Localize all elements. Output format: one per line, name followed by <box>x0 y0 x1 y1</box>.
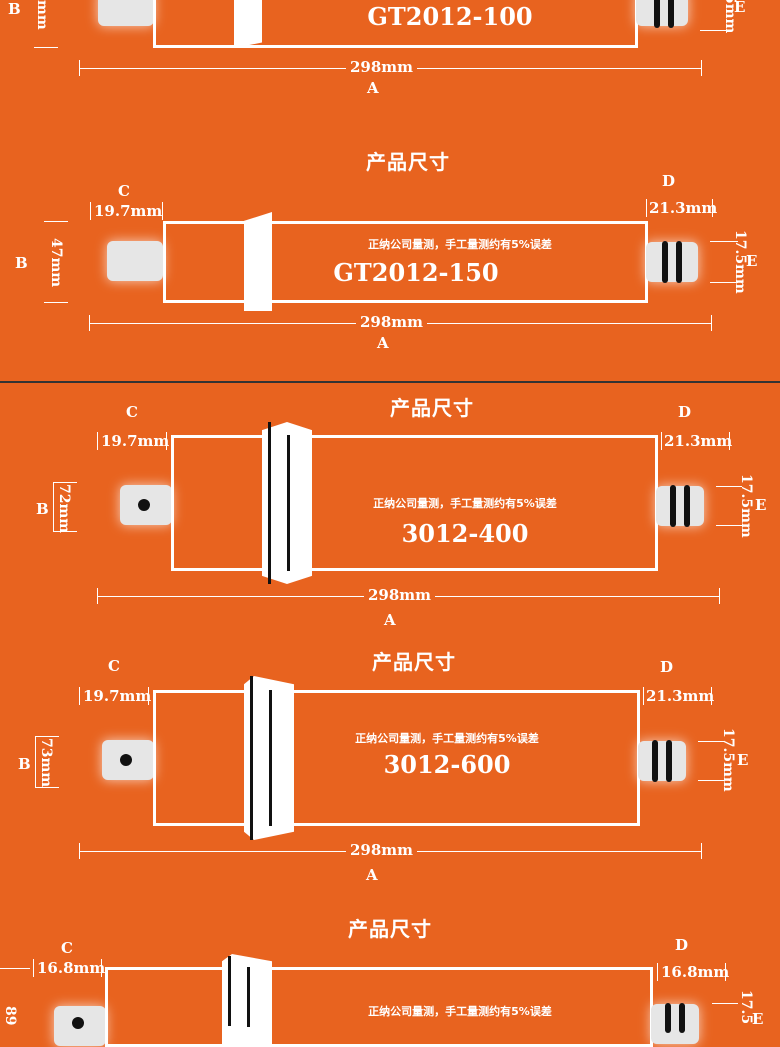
c-dimension: 19.7mm <box>94 202 163 220</box>
membrane-body <box>153 0 638 48</box>
model-number: GT2012-100 <box>367 2 533 31</box>
measurement-note: 正纳公司量测，手工量测约有5%误差 <box>368 238 552 251</box>
a-label: A <box>377 334 389 352</box>
c-label: C <box>126 403 138 421</box>
c-label: C <box>61 939 73 957</box>
e-dimension: 17.5 <box>738 990 754 1025</box>
d-dimension: 16.8mm <box>661 963 730 981</box>
e-label: E <box>737 751 749 769</box>
d-dimension: 21.3mm <box>646 687 715 705</box>
c-dimension: 19.7mm <box>83 687 152 705</box>
section-title: 产品尺寸 <box>390 396 474 420</box>
a-dimension: 298mm <box>346 58 418 76</box>
measurement-note: 正纳公司量测，手工量测约有5%误差 <box>355 732 539 745</box>
a-dimension: 298mm <box>364 586 436 604</box>
c-dimension: 16.8mm <box>37 959 106 977</box>
c-label: C <box>118 182 130 200</box>
e-dimension: 5mm <box>722 0 738 34</box>
a-label: A <box>367 79 379 97</box>
model-number: 3012-600 <box>383 750 511 779</box>
section-divider <box>0 381 780 383</box>
model-number: GT2012-150 <box>333 258 499 287</box>
b-dimension: mm <box>34 0 50 30</box>
d-dimension: 21.3mm <box>649 199 718 217</box>
d-label: D <box>675 936 689 954</box>
e-label: E <box>752 1010 764 1028</box>
collar-band <box>234 0 262 48</box>
section-title: 产品尺寸 <box>348 917 432 941</box>
b-label: B <box>18 755 31 773</box>
left-end-cap <box>107 241 163 281</box>
right-end-cap <box>656 486 704 526</box>
d-label: D <box>678 403 692 421</box>
center-hole <box>72 1017 84 1029</box>
center-hole <box>138 499 150 511</box>
left-end-cap <box>98 0 154 26</box>
right-end-cap <box>638 741 686 781</box>
a-label: A <box>366 866 378 884</box>
b-dimension: 89 <box>2 1006 18 1026</box>
e-dimension: 17.5mm <box>732 230 748 294</box>
b-dimension: 73mm <box>38 738 54 788</box>
measurement-note: 正纳公司量测，手工量测约有5%误差 <box>368 1005 552 1018</box>
d-dimension: 21.3mm <box>664 432 733 450</box>
b-label: B <box>36 500 49 518</box>
section-title: 产品尺寸 <box>366 150 450 174</box>
e-dimension: 17.5mm <box>720 728 736 792</box>
model-number: 3012-400 <box>401 519 529 548</box>
a-dimension: 298mm <box>356 313 428 331</box>
right-end-cap <box>646 242 698 282</box>
right-end-cap <box>636 0 688 26</box>
a-label: A <box>384 611 396 629</box>
e-dimension: 17.5mm <box>738 474 754 538</box>
e-label: E <box>746 252 758 270</box>
d-label: D <box>662 172 676 190</box>
b-label: B <box>8 0 21 18</box>
b-dimension: 72mm <box>56 484 72 534</box>
d-label: D <box>660 658 674 676</box>
collar-band <box>244 212 272 311</box>
e-label: E <box>734 0 746 16</box>
a-dimension: 298mm <box>346 841 418 859</box>
right-end-cap <box>651 1004 699 1044</box>
measurement-note: 正纳公司量测，手工量测约有5%误差 <box>373 497 557 510</box>
center-hole <box>120 754 132 766</box>
c-dimension: 19.7mm <box>101 432 170 450</box>
e-label: E <box>755 496 767 514</box>
c-label: C <box>108 657 120 675</box>
b-label: B <box>15 254 28 272</box>
section-title: 产品尺寸 <box>372 650 456 674</box>
b-dimension: 47mm <box>48 238 64 288</box>
